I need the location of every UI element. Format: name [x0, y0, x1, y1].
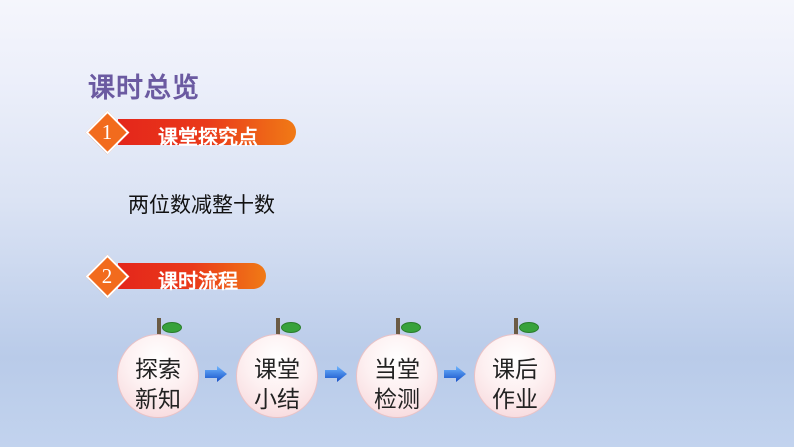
flow-step-summary: 课堂 小结	[234, 318, 322, 418]
banner-bar: 课时流程	[118, 263, 266, 293]
apple-shape: 探索 新知	[117, 334, 199, 418]
section-banner-2: 课时流程 2	[85, 254, 270, 299]
leaf-icon	[162, 322, 182, 333]
section-banner-1: 课堂探究点 1	[85, 110, 300, 155]
flow-step-test: 当堂 检测	[354, 318, 442, 418]
stem-icon	[157, 318, 161, 336]
section-number: 2	[101, 264, 113, 288]
flow-step-homework: 课后 作业	[472, 318, 560, 418]
stem-icon	[514, 318, 518, 336]
step-label-line2: 检测	[374, 387, 420, 413]
section-label: 课时流程	[158, 269, 238, 293]
leaf-icon	[401, 322, 421, 333]
stem-icon	[396, 318, 400, 336]
lesson-topic: 两位数减整十数	[128, 193, 275, 217]
step-label-line2: 小结	[254, 387, 300, 413]
step-label-line1: 课后	[492, 357, 538, 383]
arrow-right-icon	[325, 366, 347, 382]
step-label-line1: 当堂	[374, 357, 420, 383]
stem-icon	[276, 318, 280, 336]
apple-shape: 当堂 检测	[356, 334, 438, 418]
step-label-line1: 课堂	[254, 357, 300, 383]
leaf-icon	[281, 322, 301, 333]
apple-shape: 课后 作业	[474, 334, 556, 418]
step-label-line2: 作业	[492, 387, 538, 413]
section-number: 1	[101, 120, 113, 144]
banner-bar: 课堂探究点	[118, 119, 296, 149]
page-title: 课时总览	[88, 73, 200, 104]
flow-step-explore: 探索 新知	[115, 318, 203, 418]
arrow-right-icon	[205, 366, 227, 382]
section-label: 课堂探究点	[158, 125, 258, 149]
step-label-line2: 新知	[135, 387, 181, 413]
step-label-line1: 探索	[135, 357, 181, 383]
leaf-icon	[519, 322, 539, 333]
apple-shape: 课堂 小结	[236, 334, 318, 418]
arrow-right-icon	[444, 366, 466, 382]
